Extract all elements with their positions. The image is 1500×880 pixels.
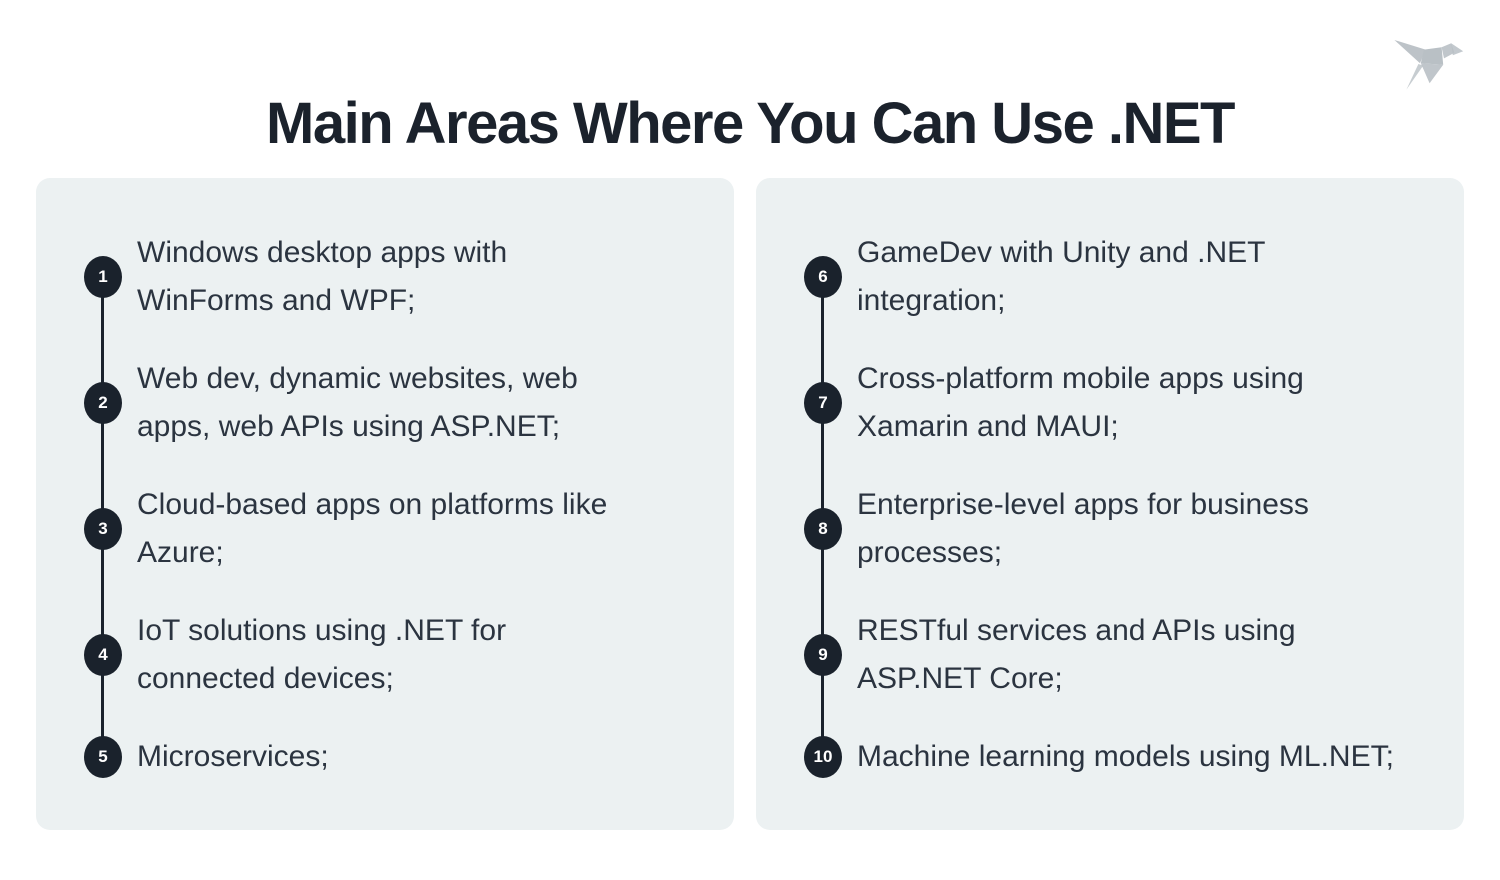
item-number-badge: 8 [804, 508, 842, 550]
item-number-badge: 1 [84, 256, 122, 298]
item-number-badge: 6 [804, 256, 842, 298]
list-item: 10 Machine learning models using ML.NET; [804, 733, 1440, 781]
item-text: Cloud-based apps on platforms like Azure… [137, 488, 608, 569]
item-number-badge: 10 [804, 736, 842, 778]
item-number-badge: 5 [84, 736, 122, 778]
list-item: 8 Enterprise-level apps for business pro… [804, 481, 1440, 577]
item-text: Enterprise-level apps for business proce… [857, 488, 1309, 569]
item-text: Microservices; [137, 740, 329, 773]
item-text: GameDev with Unity and .NET integration; [857, 236, 1266, 317]
item-number-badge: 9 [804, 634, 842, 676]
item-text: Web dev, dynamic websites, web apps, web… [137, 362, 578, 443]
list-item: 1 Windows desktop apps with WinForms and… [84, 229, 710, 325]
list-item: 3 Cloud-based apps on platforms like Azu… [84, 481, 710, 577]
item-number-badge: 2 [84, 382, 122, 424]
list-item: 4 IoT solutions using .NET for connected… [84, 607, 710, 703]
list-item: 7 Cross-platform mobile apps using Xamar… [804, 355, 1440, 451]
panel-right: 6 GameDev with Unity and .NET integratio… [756, 178, 1464, 830]
page-title: Main Areas Where You Can Use .NET [266, 90, 1235, 156]
list-item: 9 RESTful services and APIs using ASP.NE… [804, 607, 1440, 703]
item-list-right: 6 GameDev with Unity and .NET integratio… [804, 229, 1440, 781]
item-text: IoT solutions using .NET for connected d… [137, 614, 507, 695]
item-text: Cross-platform mobile apps using Xamarin… [857, 362, 1304, 443]
item-text: Windows desktop apps with WinForms and W… [137, 236, 508, 317]
list-item: 5 Microservices; [84, 733, 710, 781]
list-item: 2 Web dev, dynamic websites, web apps, w… [84, 355, 710, 451]
item-list-left: 1 Windows desktop apps with WinForms and… [84, 229, 710, 781]
item-number-badge: 7 [804, 382, 842, 424]
item-number-badge: 4 [84, 634, 122, 676]
origami-bird-icon [1394, 40, 1464, 90]
list-item: 6 GameDev with Unity and .NET integratio… [804, 229, 1440, 325]
item-text: Machine learning models using ML.NET; [857, 740, 1394, 773]
panel-left: 1 Windows desktop apps with WinForms and… [36, 178, 734, 830]
item-number-badge: 3 [84, 508, 122, 550]
item-text: RESTful services and APIs using ASP.NET … [857, 614, 1296, 695]
